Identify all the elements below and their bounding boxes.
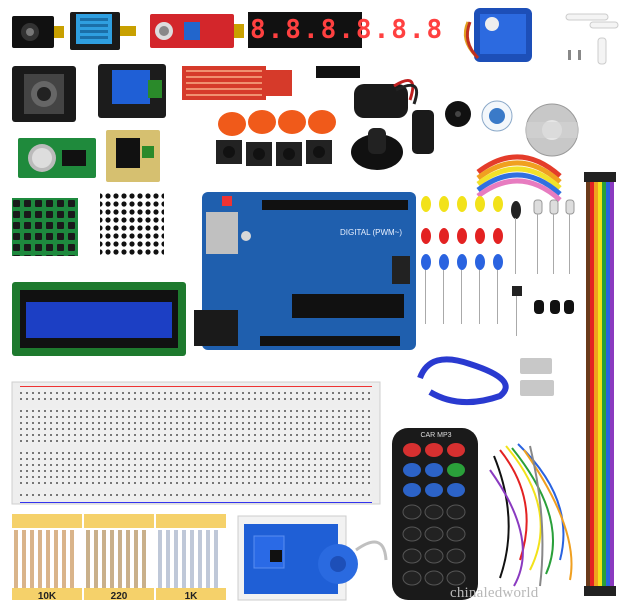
resistor-bundle-220	[84, 514, 154, 600]
lcd-1602-module	[12, 282, 186, 356]
resistor-bundle-1k	[156, 514, 226, 600]
photoresistor	[511, 201, 521, 274]
ribbon-wires	[476, 154, 562, 202]
joystick-module	[12, 66, 76, 122]
joystick-cap	[351, 128, 403, 170]
ir-led	[512, 286, 522, 336]
keypad-module	[12, 198, 78, 256]
stepper-motor	[525, 103, 579, 157]
rainbow-jumper-wires	[584, 172, 616, 596]
led-column-3	[457, 196, 467, 324]
buzzer	[445, 101, 471, 127]
ir-receiver-sticker	[481, 100, 513, 132]
led-column-4	[475, 196, 485, 324]
sound-sensor-module	[150, 14, 244, 48]
led-matrix	[100, 192, 164, 256]
battery-clip	[354, 78, 434, 154]
led-column-1	[421, 196, 431, 324]
usb-cable	[417, 356, 554, 406]
ceramic-resistors	[533, 199, 575, 274]
joystick-sensor-module	[12, 16, 64, 48]
rtc-clock-module	[18, 138, 96, 178]
resistor-bundle-10k	[12, 514, 82, 600]
breadboard	[11, 381, 381, 505]
transistors	[534, 300, 574, 314]
tactile-buttons	[216, 140, 332, 166]
ic-chip	[316, 66, 360, 78]
resistor-label-1k: 1K	[184, 591, 198, 602]
seven-segment-display	[248, 12, 362, 48]
relay-module	[98, 64, 166, 118]
relay-driver-board	[106, 130, 160, 182]
rfid-key-tag	[318, 540, 388, 584]
led-column-2	[439, 196, 449, 324]
dht11-sensor-module	[70, 12, 136, 50]
resistor-label-10k: 10K	[37, 591, 57, 602]
led-column-5	[493, 196, 503, 324]
button-caps	[218, 110, 336, 136]
servo-horns	[565, 13, 619, 65]
arduino-uno-board	[194, 192, 416, 350]
servo-motor	[463, 8, 532, 62]
resistor-label-220: 220	[110, 591, 128, 602]
ir-remote-control	[392, 428, 478, 600]
water-level-sensor	[182, 66, 292, 100]
jumper-wire-bundle	[489, 443, 573, 587]
